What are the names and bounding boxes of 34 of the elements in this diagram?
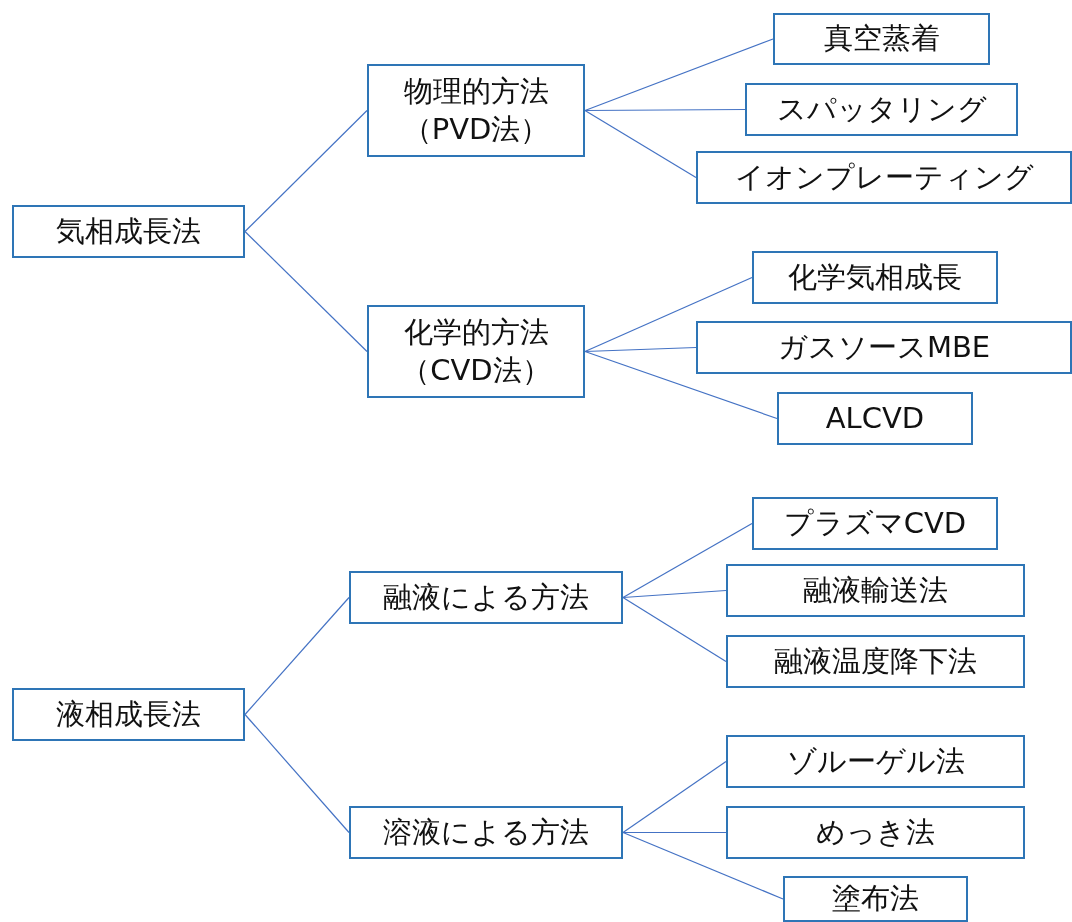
method-box: イオンプレーティング <box>696 151 1072 204</box>
method-box: 化学気相成長 <box>752 251 998 304</box>
method-box: 液相成長法 <box>12 688 245 741</box>
connector-line <box>584 276 753 353</box>
method-box: 塗布法 <box>783 876 968 922</box>
connector-line <box>622 831 727 834</box>
method-box: 物理的方法（PVD法） <box>367 64 585 157</box>
connector-line <box>622 522 753 599</box>
method-box: 溶液による方法 <box>349 806 623 859</box>
method-box: 気相成長法 <box>12 205 245 258</box>
connector-line <box>244 596 350 716</box>
connector-line <box>622 596 727 663</box>
method-box: ガスソースMBE <box>696 321 1072 374</box>
method-box: 化学的方法（CVD法） <box>367 305 585 398</box>
method-box: スパッタリング <box>745 83 1018 136</box>
connector-line <box>622 760 727 834</box>
connector-line <box>622 831 784 900</box>
connector-line <box>622 589 727 599</box>
connector-line <box>244 109 368 233</box>
connector-line <box>584 346 697 353</box>
method-box: ゾルーゲル法 <box>726 735 1025 788</box>
connector-line <box>244 230 368 353</box>
connector-line <box>584 350 778 420</box>
method-box: 融液温度降下法 <box>726 635 1025 688</box>
method-box: 融液輸送法 <box>726 564 1025 617</box>
connector-line <box>584 38 774 112</box>
method-box: プラズマCVD <box>752 497 998 550</box>
method-box: ALCVD <box>777 392 973 445</box>
method-box: 真空蒸着 <box>773 13 990 65</box>
method-box: めっき法 <box>726 806 1025 859</box>
connector-line <box>244 713 350 834</box>
connector-line <box>584 108 746 112</box>
connector-line <box>584 109 697 179</box>
method-box: 融液による方法 <box>349 571 623 624</box>
